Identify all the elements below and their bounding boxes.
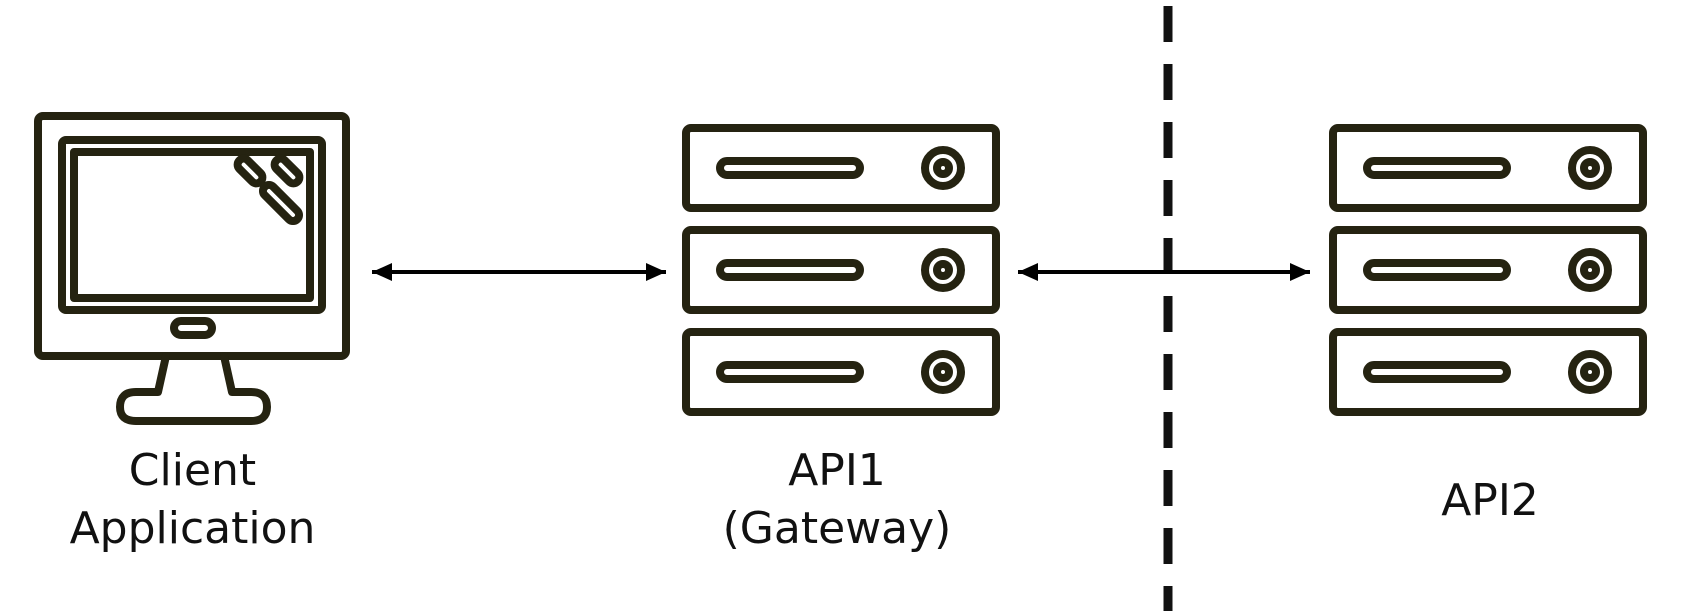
arrowhead-left (1018, 263, 1038, 281)
server-rack-icon (682, 124, 1000, 416)
connection-arrows (372, 263, 1310, 281)
arrowhead-right (1290, 263, 1310, 281)
api1-gateway-label: API1 (Gateway) (677, 442, 997, 558)
label-line: API1 (788, 445, 886, 496)
server-unit (1329, 124, 1647, 212)
label-line: API2 (1441, 475, 1539, 526)
arrowhead-left (372, 263, 392, 281)
server-unit (1329, 226, 1647, 314)
server-unit (682, 226, 1000, 314)
label-line: (Gateway) (722, 503, 952, 554)
server-unit (682, 328, 1000, 416)
server-unit (682, 124, 1000, 212)
monitor-icon (34, 112, 350, 425)
server-unit (1329, 328, 1647, 416)
client-application-label: Client Application (40, 442, 345, 558)
label-line: Client (128, 445, 257, 496)
arrowhead-right (646, 263, 666, 281)
label-line: Application (69, 503, 316, 554)
screen-glare-icon (233, 154, 304, 226)
server-rack-icon (1329, 124, 1647, 416)
api2-label: API2 (1330, 472, 1650, 530)
